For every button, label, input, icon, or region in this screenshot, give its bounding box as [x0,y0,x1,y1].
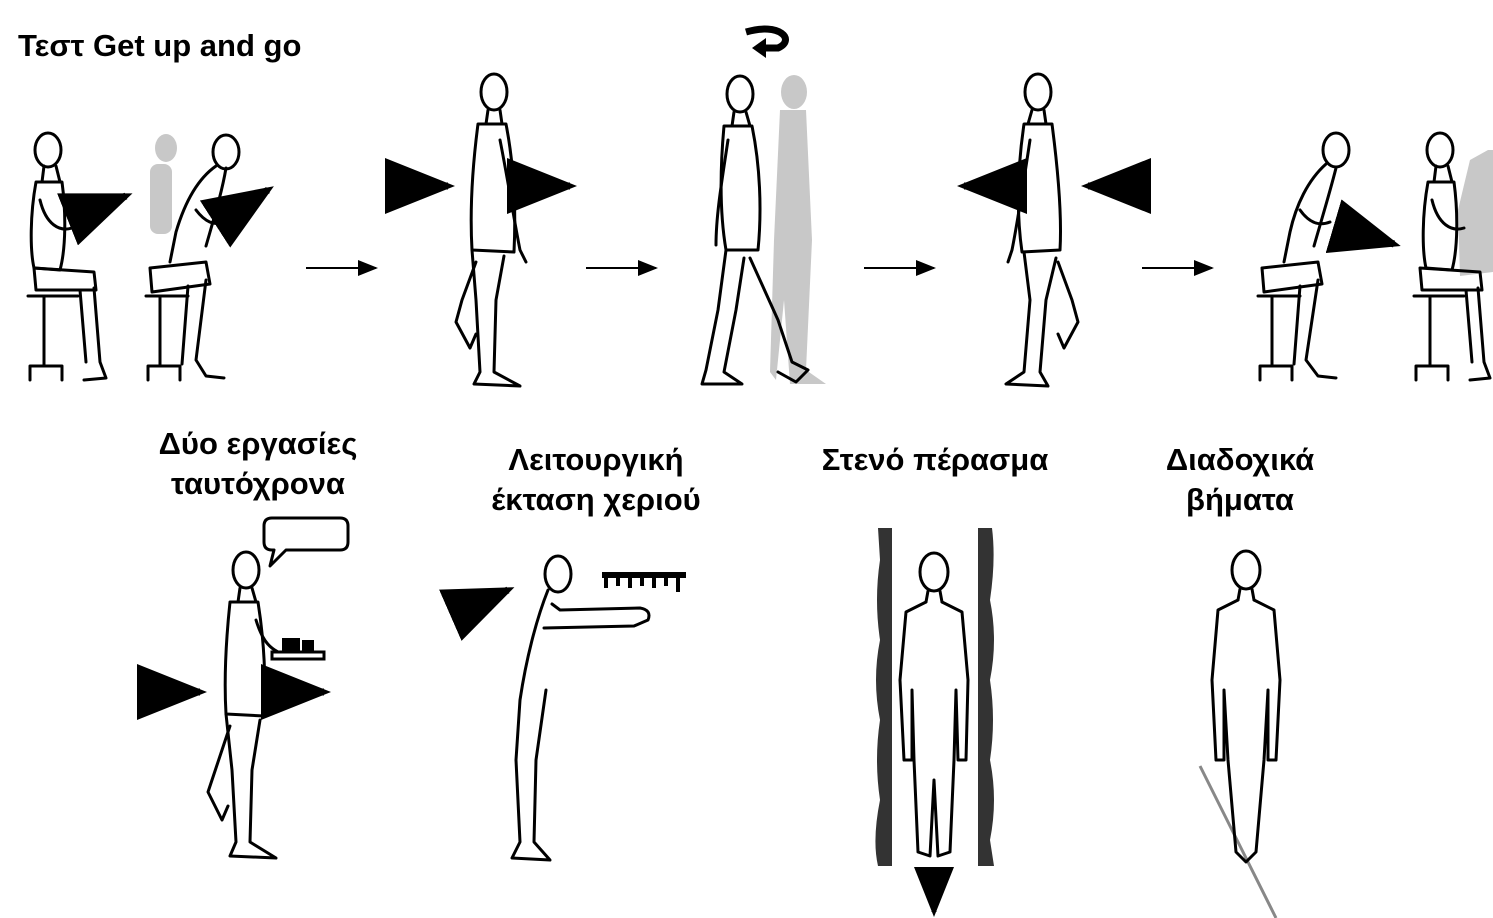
figure-ghost-seated-end [1458,150,1493,276]
arrow-reach [476,590,508,604]
figure-tandem-steps [1212,551,1280,862]
figure-dual-task [208,552,290,858]
turn-arrow-head [752,38,766,58]
wall-right [978,528,994,866]
wall-left [875,528,892,866]
figure-narrow-passage [900,553,968,856]
arrow-sit-down [1360,234,1394,244]
measuring-marks-icon [602,572,686,592]
tandem-line [1200,766,1276,918]
arrow-stand-up [96,196,126,208]
arrow-rise [240,190,268,208]
figure-ghost-turning [770,75,826,384]
figure-sitting-down [1258,133,1349,380]
figure-functional-reach [512,556,649,860]
figure-walking-left [1006,74,1078,386]
figure-seated [28,133,106,380]
speech-bubble-icon [264,518,348,566]
figure-walking-right [456,74,526,386]
tray-with-cups [272,638,324,659]
figure-ghost-seated [150,134,177,234]
